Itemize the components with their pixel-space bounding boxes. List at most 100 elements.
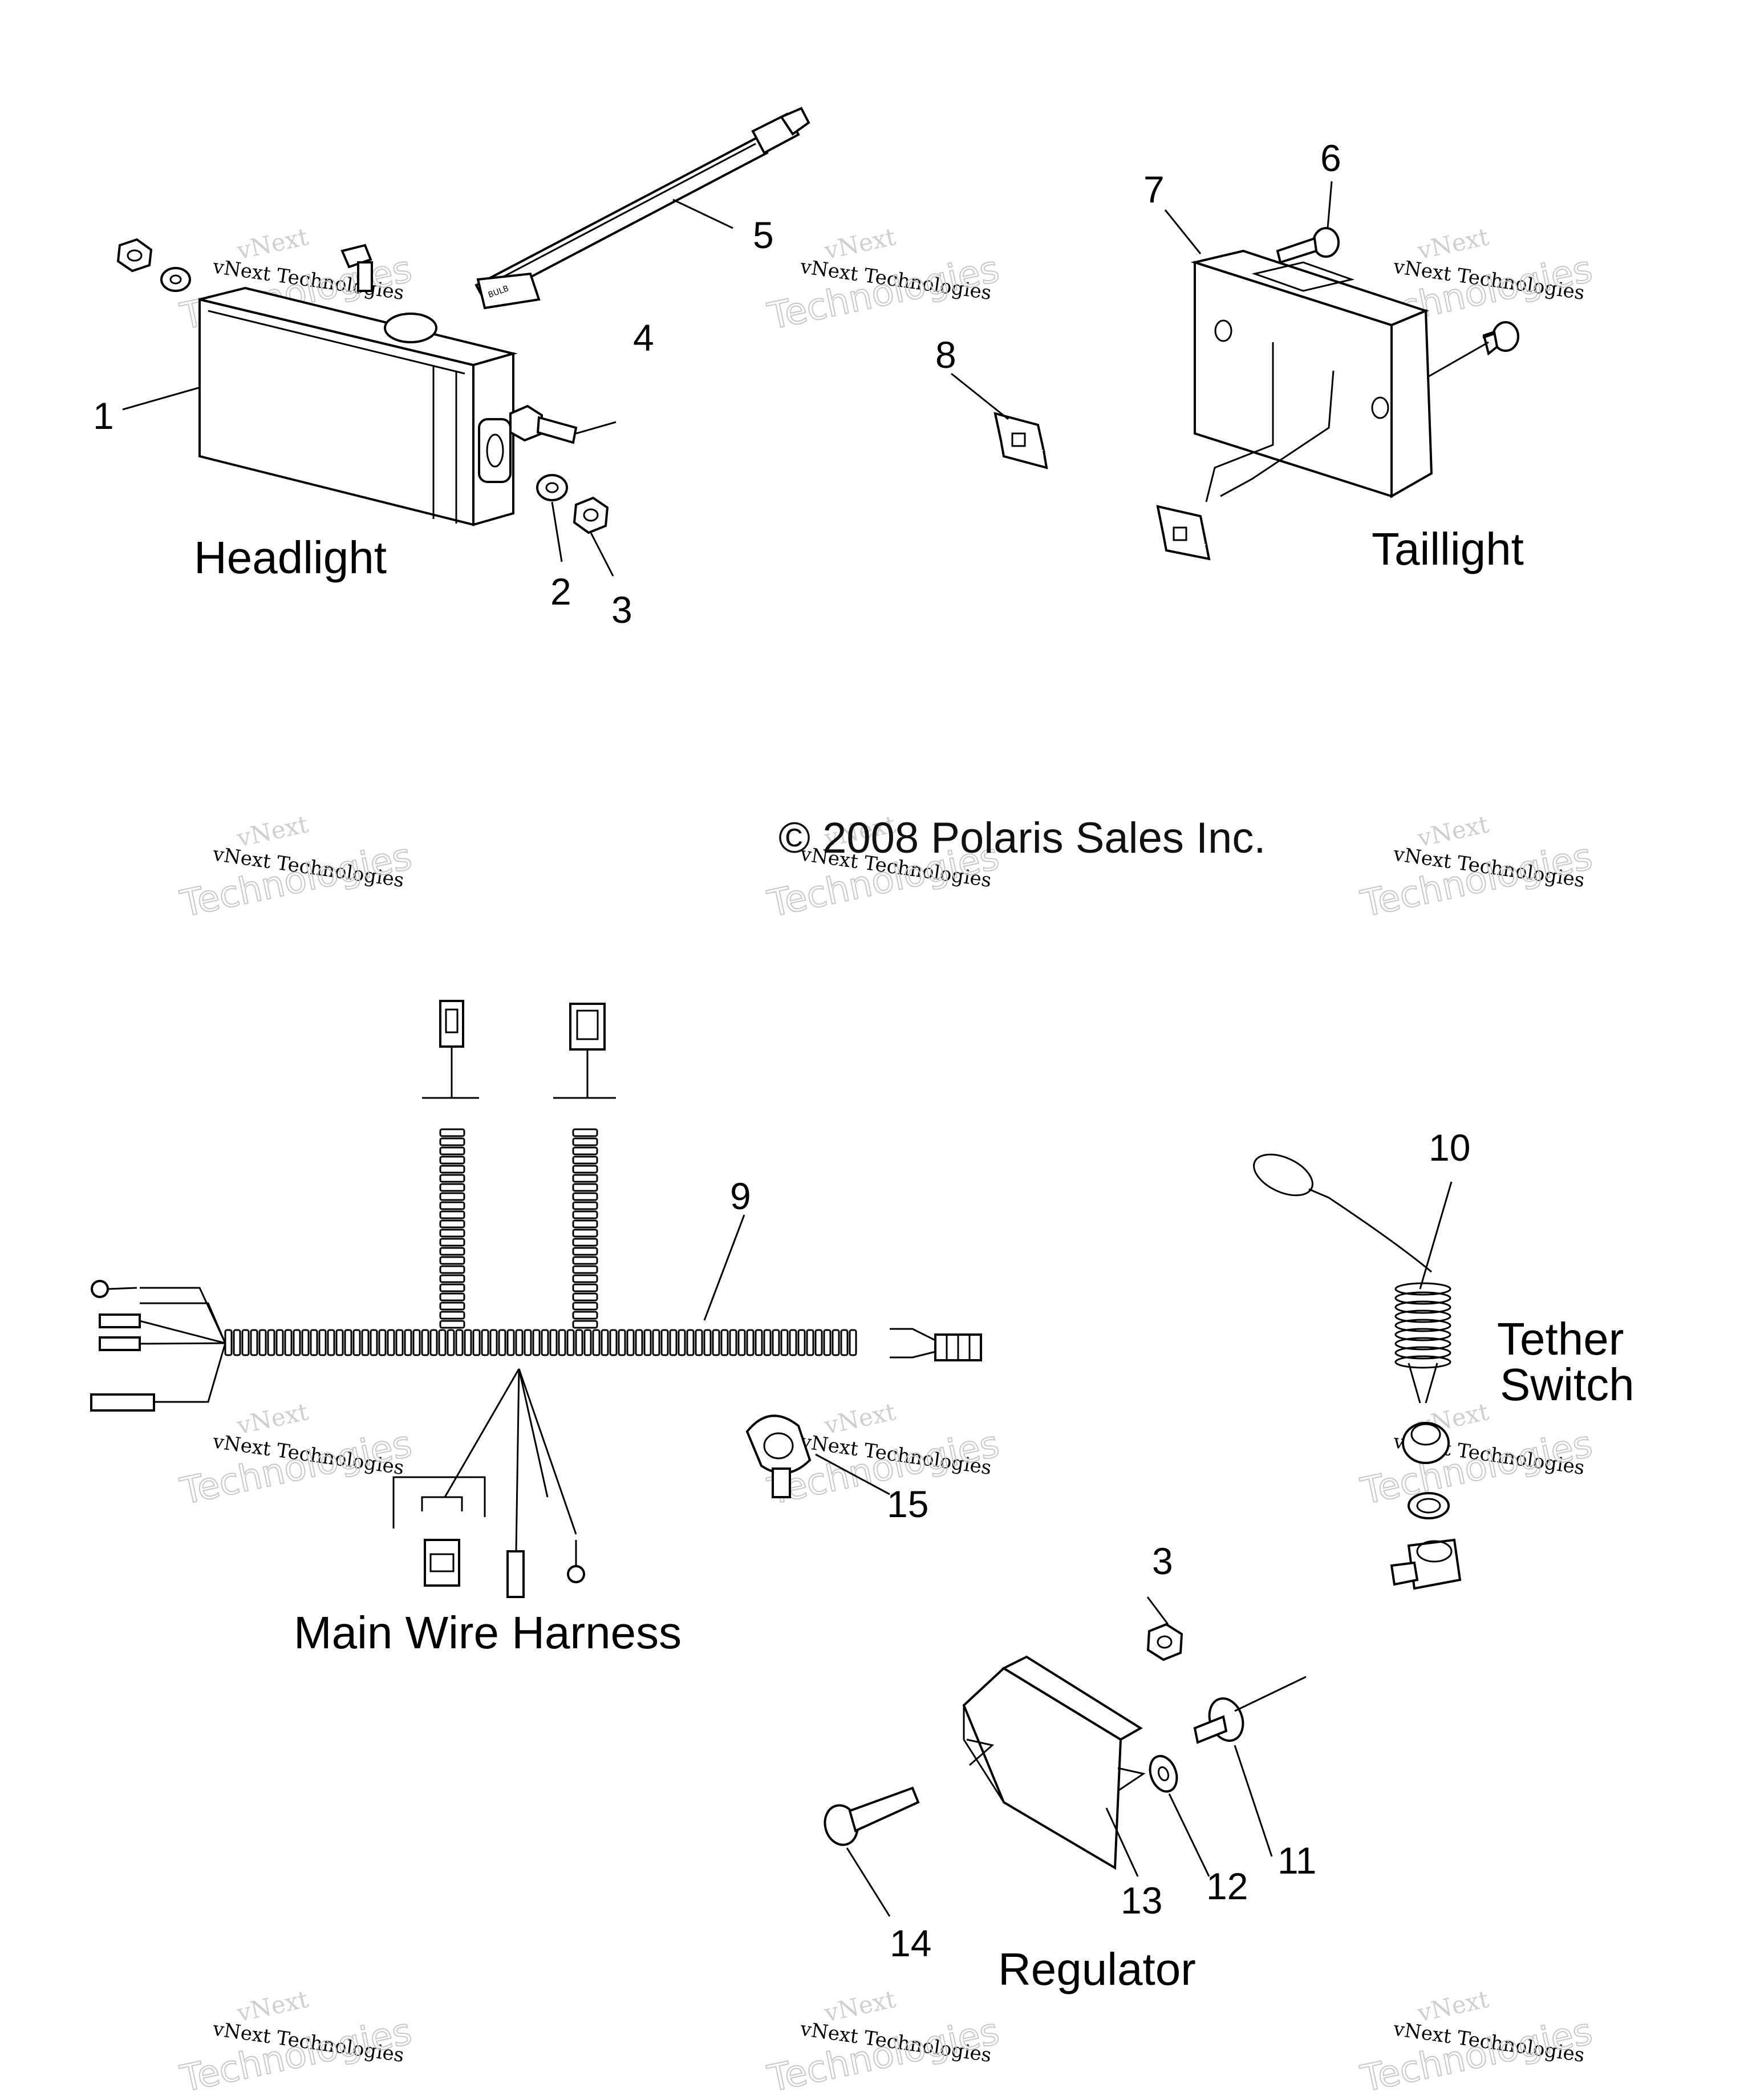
harness-connectors-bottom[interactable] xyxy=(392,1368,585,1598)
harness-segment xyxy=(806,1329,814,1356)
callout-13[interactable]: 13 xyxy=(1121,1879,1162,1921)
harness-segment xyxy=(327,1329,335,1356)
headlight-nut[interactable] xyxy=(573,496,609,534)
harness-branch-segment xyxy=(572,1210,598,1219)
harness-segment xyxy=(447,1329,455,1356)
tether-coil-loop xyxy=(1394,1346,1451,1360)
harness-branch-segment xyxy=(572,1238,598,1247)
watermark-outline: Technologies xyxy=(1357,836,1596,926)
tether-switch[interactable] xyxy=(1247,1146,1462,1590)
watermark-outline: Technologies xyxy=(177,2010,416,2100)
callout-7[interactable]: 7 xyxy=(1143,168,1165,210)
headlight-nut-top[interactable] xyxy=(116,238,153,273)
harness-segment xyxy=(284,1329,293,1356)
harness-segment xyxy=(532,1329,541,1356)
taillight-assembly[interactable] xyxy=(1190,249,1433,502)
harness-segment xyxy=(412,1329,421,1356)
harness-branch-segment xyxy=(572,1137,598,1146)
harness-segment xyxy=(823,1329,832,1356)
watermark-brand: vNext xyxy=(234,1397,310,1440)
harness-branch-segment xyxy=(572,1292,598,1302)
harness-segment xyxy=(241,1329,250,1356)
harness-segment xyxy=(763,1329,772,1356)
callout-11[interactable]: 11 xyxy=(1278,1839,1317,1882)
regulator-ground-bolt[interactable] xyxy=(1193,1676,1307,1745)
harness-branch-segment xyxy=(439,1210,465,1219)
harness-connectors-left[interactable] xyxy=(90,1280,226,1412)
headlight-washer[interactable] xyxy=(536,474,568,501)
callout-2[interactable]: 2 xyxy=(550,570,571,613)
harness-branch-segment xyxy=(439,1283,465,1292)
watermark-outline: Technologies xyxy=(1357,1423,1596,1513)
harness-branch-segment xyxy=(439,1219,465,1229)
main-wire-harness-label: Main Wire Harness xyxy=(294,1607,682,1658)
taillight-bolt-top[interactable] xyxy=(1276,227,1340,264)
harness-branch-segment xyxy=(439,1256,465,1265)
harness-segment xyxy=(464,1329,472,1356)
harness-segment xyxy=(609,1329,618,1356)
watermark-outline: Technologies xyxy=(764,248,1003,338)
harness-branch-segment xyxy=(572,1274,598,1283)
callout-14[interactable]: 14 xyxy=(890,1922,931,1964)
harness-segment xyxy=(652,1329,660,1356)
watermark-brand: vNext xyxy=(1414,222,1491,265)
headlight-assembly[interactable] xyxy=(198,286,518,526)
callout-8[interactable]: 8 xyxy=(935,334,956,376)
regulator-nut[interactable] xyxy=(1146,1623,1183,1661)
callout-12[interactable]: 12 xyxy=(1206,1865,1248,1907)
harness-branch-segment xyxy=(572,1201,598,1210)
watermark-brand: vNext xyxy=(234,1985,310,2027)
taillight-bolt-side[interactable] xyxy=(1482,321,1519,356)
harness-connector-top-left[interactable] xyxy=(422,1000,479,1099)
harness-segment xyxy=(472,1329,481,1356)
callout-15[interactable]: 15 xyxy=(887,1483,928,1525)
tether-switch-group xyxy=(1247,1146,1462,1590)
regulator-washer[interactable] xyxy=(1145,1752,1181,1795)
watermark-outline: Technologies xyxy=(177,1423,416,1513)
tether-coil-loop xyxy=(1394,1291,1451,1305)
harness-segment xyxy=(318,1329,327,1356)
main-wire-harness[interactable] xyxy=(224,1128,857,1356)
harness-branch-segment xyxy=(572,1146,598,1156)
taillight-clip[interactable] xyxy=(993,412,1048,469)
harness-branch-segment xyxy=(439,1229,465,1238)
callout-4[interactable]: 4 xyxy=(633,317,654,359)
headlight-bulb-harness[interactable]: BULB xyxy=(474,107,810,310)
headlight-pin-top[interactable] xyxy=(340,244,373,292)
tether-coil-loop xyxy=(1394,1300,1451,1314)
headlight-bolt[interactable] xyxy=(509,404,578,444)
switch-label: Switch xyxy=(1500,1359,1635,1410)
callout-1[interactable]: 1 xyxy=(93,395,114,437)
harness-segment xyxy=(849,1329,857,1356)
regulator-bolt[interactable] xyxy=(821,1786,920,1848)
harness-segment xyxy=(293,1329,301,1356)
harness-segment xyxy=(566,1329,575,1356)
harness-connector-right[interactable] xyxy=(890,1328,982,1361)
harness-branch-segment xyxy=(439,1183,465,1192)
harness-segment xyxy=(267,1329,275,1356)
harness-branch-segment xyxy=(572,1302,598,1311)
harness-segment xyxy=(455,1329,464,1356)
harness-branch-segment xyxy=(439,1292,465,1302)
callout-9[interactable]: 9 xyxy=(730,1175,751,1217)
watermark-brand: vNext xyxy=(1414,1985,1491,2027)
headlight-washer-top[interactable] xyxy=(160,267,191,292)
callout-6[interactable]: 6 xyxy=(1320,137,1341,179)
harness-segment xyxy=(549,1329,558,1356)
harness-connector-top-right[interactable] xyxy=(553,1003,616,1099)
callout-3[interactable]: 3 xyxy=(611,589,632,631)
callout-5[interactable]: 5 xyxy=(753,214,774,256)
headlight-group: BULB xyxy=(116,107,810,577)
regulator[interactable] xyxy=(962,1655,1146,1870)
harness-segment xyxy=(618,1329,626,1356)
harness-segment xyxy=(678,1329,686,1356)
harness-segment xyxy=(361,1329,370,1356)
harness-branch-segment xyxy=(439,1156,465,1165)
watermark-brand: vNext xyxy=(821,222,898,265)
callout-3-regulator[interactable]: 3 xyxy=(1152,1540,1173,1582)
harness-segment xyxy=(832,1329,840,1356)
taillight-clip-lower[interactable] xyxy=(1156,505,1211,561)
callout-10[interactable]: 10 xyxy=(1429,1126,1470,1169)
harness-clamp[interactable] xyxy=(745,1414,812,1498)
